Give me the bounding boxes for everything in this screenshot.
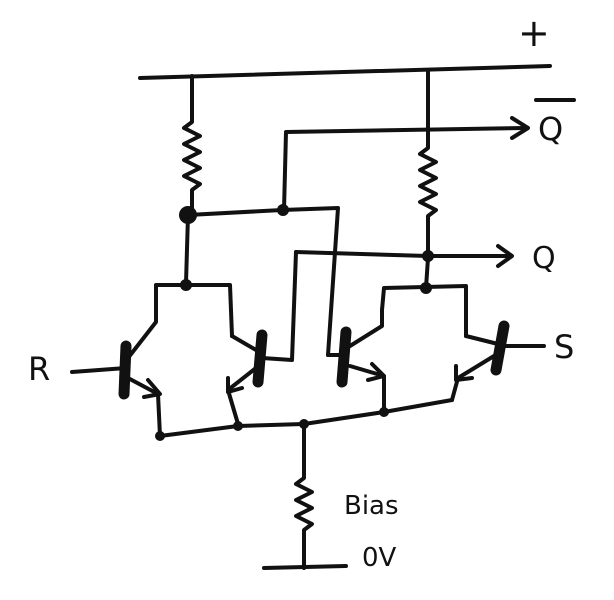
left-pair-collector-bus — [154, 283, 234, 338]
right-collector-resistor — [418, 68, 438, 260]
r-label: R — [28, 350, 50, 388]
junction-right-pair — [420, 282, 432, 294]
ground-rail — [262, 564, 348, 570]
junction-t1-emitter — [155, 431, 165, 441]
left-collector-wire — [184, 213, 190, 285]
t4-base-bar — [490, 320, 510, 376]
bias-resistor — [294, 422, 314, 570]
t3-collector — [348, 308, 384, 348]
supply-label: + — [518, 11, 550, 55]
t2-emitter-arrow — [226, 376, 244, 394]
t1-emitter-arrow — [142, 378, 162, 399]
supply-rail — [138, 64, 552, 80]
bias-label: Bias — [344, 491, 399, 521]
t1-base-bar — [118, 340, 132, 400]
t3-emitter-arrow — [366, 362, 386, 382]
junction-t3-emitter — [379, 407, 389, 417]
q-label: Q — [532, 241, 556, 276]
junction-qbar-tap — [277, 204, 289, 216]
t1-collector — [126, 303, 158, 360]
cross-wire-left-to-right-base — [186, 206, 340, 357]
t3-base-bar — [336, 326, 352, 388]
t2-base-bar — [252, 329, 268, 388]
qbar-output-wire — [282, 126, 527, 212]
q-arrowhead — [496, 244, 514, 268]
junction-t2-emitter — [233, 421, 243, 431]
junction-bias — [299, 419, 309, 429]
t2-emitter — [226, 366, 258, 426]
q-output-wire — [294, 250, 512, 258]
left-collector-resistor — [182, 74, 202, 217]
t4-collector — [464, 334, 500, 346]
s-label: S — [554, 328, 574, 366]
junction-left-collector — [179, 206, 197, 224]
qbar-label: Q — [538, 110, 563, 148]
t2-collector — [230, 334, 258, 352]
cross-wire-right-to-left-base — [260, 250, 298, 362]
junction-left-pair — [180, 279, 192, 291]
r-input-wire — [70, 366, 128, 374]
t4-emitter-arrow — [454, 364, 474, 382]
qbar-arrowhead — [510, 116, 530, 140]
ground-label: 0V — [362, 543, 397, 573]
junction-q-tap — [422, 250, 434, 262]
